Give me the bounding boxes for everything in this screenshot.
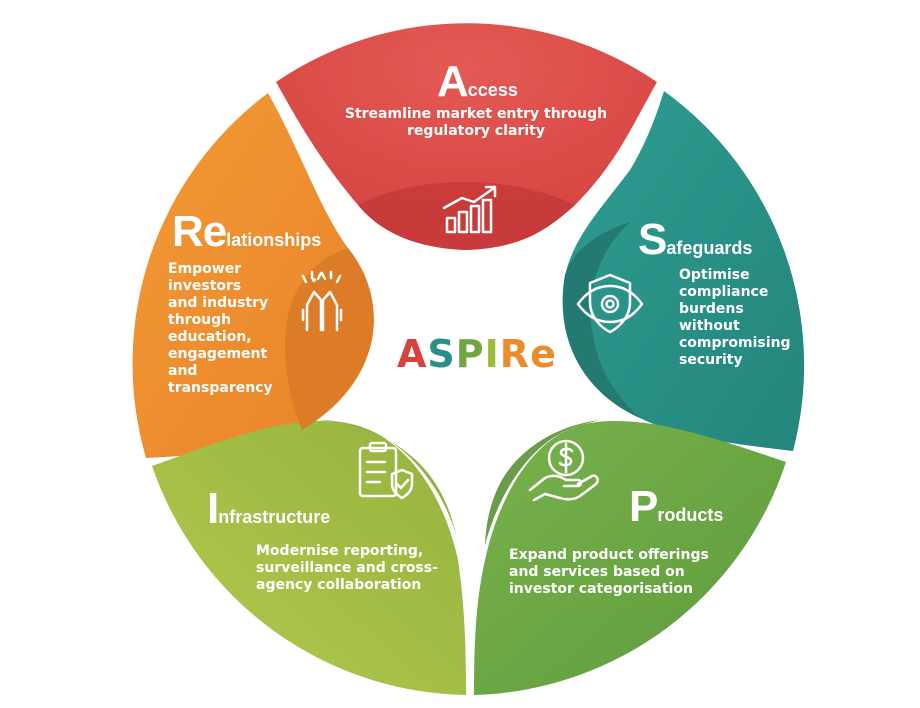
- center-letter: I: [484, 332, 500, 376]
- safeguards-initial: S: [638, 215, 667, 264]
- aspire-center-word: ASPIRe: [397, 332, 557, 376]
- access-initial: A: [437, 57, 469, 106]
- infrastructure-initial: I: [207, 484, 219, 533]
- hand-dollar-icon: [528, 439, 599, 502]
- infrastructure-title: Infrastructure: [207, 487, 330, 531]
- products-initial: P: [629, 482, 658, 531]
- relationships-initial: Re: [172, 207, 227, 256]
- center-letter: S: [427, 332, 456, 376]
- center-letter: e: [530, 332, 557, 376]
- access-title-rest: ccess: [467, 80, 518, 100]
- products-title: Products: [629, 485, 723, 529]
- infrastructure-title-rest: nfrastructure: [218, 507, 331, 527]
- safeguards-description: Optimise compliance burdens without comp…: [679, 267, 791, 368]
- safeguards-title-rest: afeguards: [666, 238, 753, 258]
- overlap-safeguards: [562, 222, 640, 418]
- products-title-rest: roducts: [657, 505, 724, 525]
- segment-access: [276, 23, 657, 250]
- clipboard-check-icon: [358, 441, 414, 500]
- relationships-title-rest: lationships: [226, 230, 322, 250]
- shield-eye-icon: [576, 273, 644, 334]
- access-title: Access: [437, 60, 518, 104]
- center-letter: R: [499, 332, 531, 376]
- relationships-title: Relationships: [172, 210, 321, 254]
- segment-safeguards: [562, 91, 805, 451]
- safeguards-title: Safeguards: [638, 218, 752, 262]
- segment-products: [474, 420, 786, 695]
- infrastructure-description: Modernise reporting, surveillance and cr…: [256, 543, 438, 593]
- products-description: Expand product offerings and services ba…: [509, 547, 709, 597]
- growth-chart-icon: [442, 185, 497, 234]
- relationships-description: Empower investors and industry through e…: [168, 261, 273, 396]
- overlap-relationships: [285, 248, 374, 430]
- center-letter: A: [397, 332, 428, 376]
- high-five-icon: [301, 270, 343, 332]
- segment-infrastructure: [152, 420, 466, 695]
- overlap-products: [485, 420, 600, 545]
- center-letter: P: [455, 332, 485, 376]
- access-description: Streamline market entry through regulato…: [344, 106, 608, 139]
